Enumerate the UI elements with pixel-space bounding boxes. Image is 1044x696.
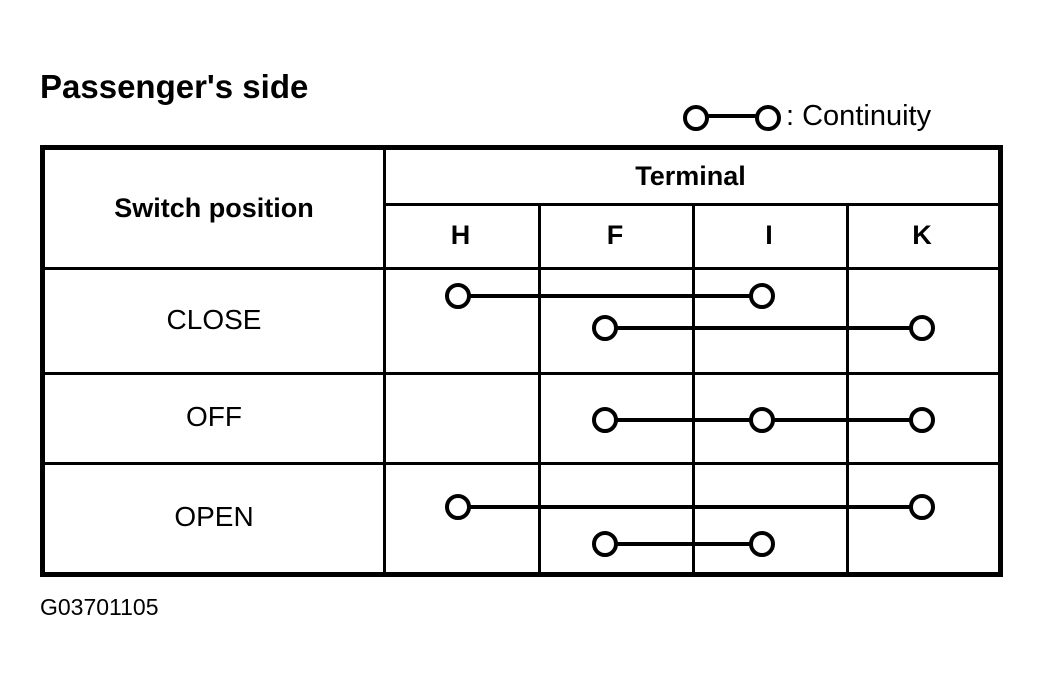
legend: : Continuity [680, 98, 931, 134]
row-divider-close-off [45, 372, 998, 375]
row-label-close: CLOSE [166, 303, 262, 335]
row-label-off: OFF [186, 401, 242, 432]
page-title: Passenger's side [40, 68, 309, 105]
row-label-open: OPEN [174, 501, 254, 532]
col-divider-f-i [692, 203, 695, 572]
figure-code: G03701105 [40, 594, 159, 620]
column-header-terminal: Terminal [635, 161, 746, 191]
column-header-switch-position: Switch position [114, 193, 314, 223]
continuity-table: Switch position Terminal H F I K CLOSE O… [40, 145, 1003, 577]
continuity-symbol-node-left [683, 105, 709, 131]
column-header-terminal-k: K [912, 219, 932, 250]
table-grid: Switch position Terminal H F I K CLOSE O… [45, 150, 998, 572]
column-header-terminal-f: F [606, 219, 624, 250]
column-header-terminal-h: H [450, 219, 471, 250]
header-divider-terminal [383, 203, 998, 206]
col-divider-label-h [383, 150, 386, 572]
col-divider-h-f [538, 203, 541, 572]
continuity-symbol-icon [680, 103, 784, 131]
legend-label: : Continuity [786, 99, 932, 132]
header-divider-bottom [45, 267, 998, 270]
row-divider-off-open [45, 462, 998, 465]
continuity-symbol-line [698, 114, 770, 118]
col-divider-i-k [846, 203, 849, 572]
continuity-symbol-node-right [755, 105, 781, 131]
column-header-terminal-i: I [765, 219, 773, 250]
